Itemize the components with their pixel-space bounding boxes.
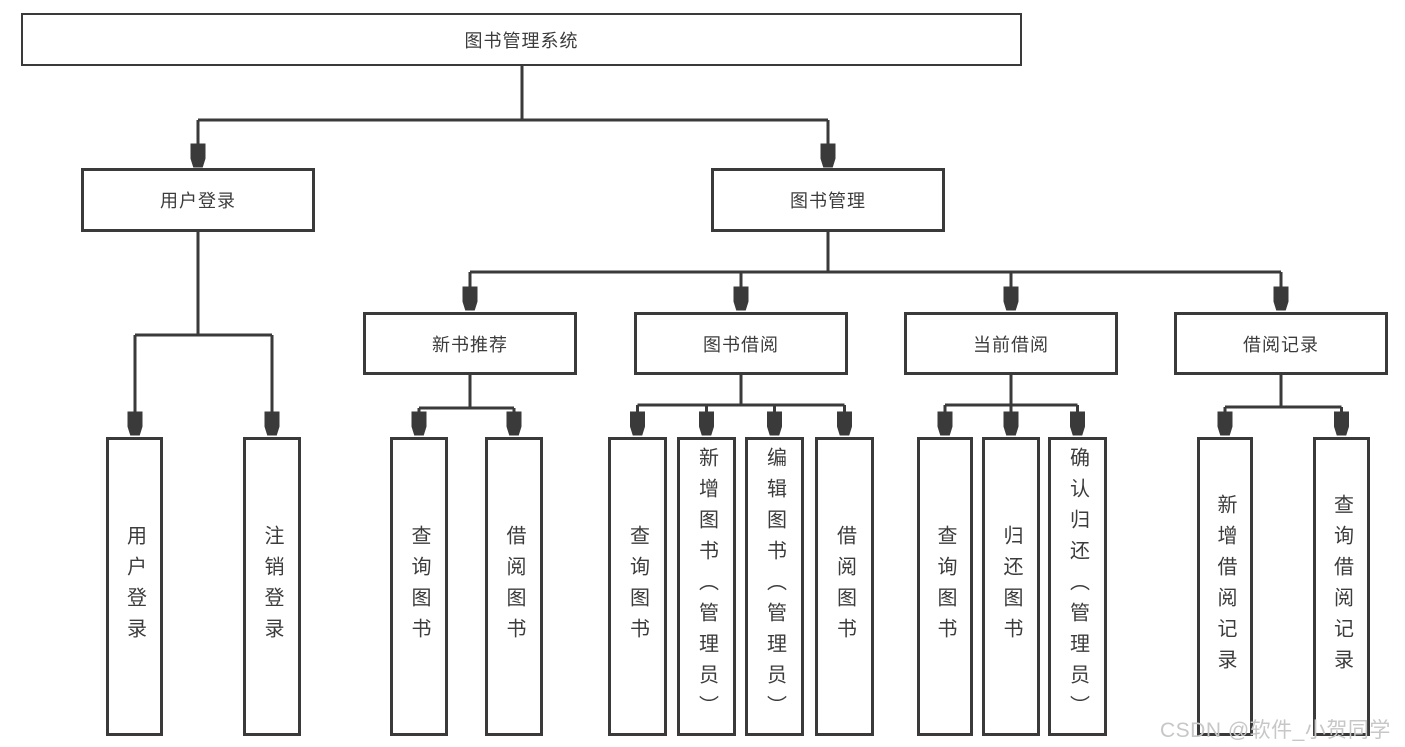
leaf-query-book-borrow: 查询图书 (608, 437, 667, 736)
leaf-confirm-return-admin: 确认归还（管理员） (1048, 437, 1107, 736)
leaf-return-book: 归还图书 (982, 437, 1040, 736)
leaf-borrow-book-recommend: 借阅图书 (485, 437, 543, 736)
connector-new-book-recommend-to-leaves (419, 375, 514, 434)
connector-borrow-records-to-leaves (1225, 375, 1342, 434)
leaf-add-book-admin: 新增图书（管理员） (677, 437, 736, 736)
connector-book-management-to-level3 (470, 232, 1281, 309)
leaf-add-borrow-record: 新增借阅记录 (1197, 437, 1253, 736)
leaf-query-borrow-record: 查询借阅记录 (1313, 437, 1370, 736)
node-user-login: 用户登录 (81, 168, 315, 232)
connector-current-borrow-to-leaves (945, 375, 1078, 434)
node-new-book-recommend: 新书推荐 (363, 312, 577, 375)
connector-user-login-to-leaves (135, 232, 272, 434)
leaf-user-login: 用户登录 (106, 437, 163, 736)
leaf-query-book-recommend: 查询图书 (390, 437, 448, 736)
leaf-borrow-book: 借阅图书 (815, 437, 874, 736)
node-borrow-records: 借阅记录 (1174, 312, 1388, 375)
connector-book-borrow-to-leaves (638, 375, 845, 434)
node-current-borrow: 当前借阅 (904, 312, 1118, 375)
connector-root-to-level2 (198, 66, 828, 166)
node-book-management: 图书管理 (711, 168, 945, 232)
node-library-management-system: 图书管理系统 (21, 13, 1022, 66)
leaf-query-book-current: 查询图书 (917, 437, 973, 736)
leaf-logout-login: 注销登录 (243, 437, 301, 736)
leaf-edit-book-admin: 编辑图书（管理员） (745, 437, 804, 736)
node-book-borrow: 图书借阅 (634, 312, 848, 375)
csdn-watermark: CSDN @软件_小贺同学 (1160, 719, 1391, 742)
